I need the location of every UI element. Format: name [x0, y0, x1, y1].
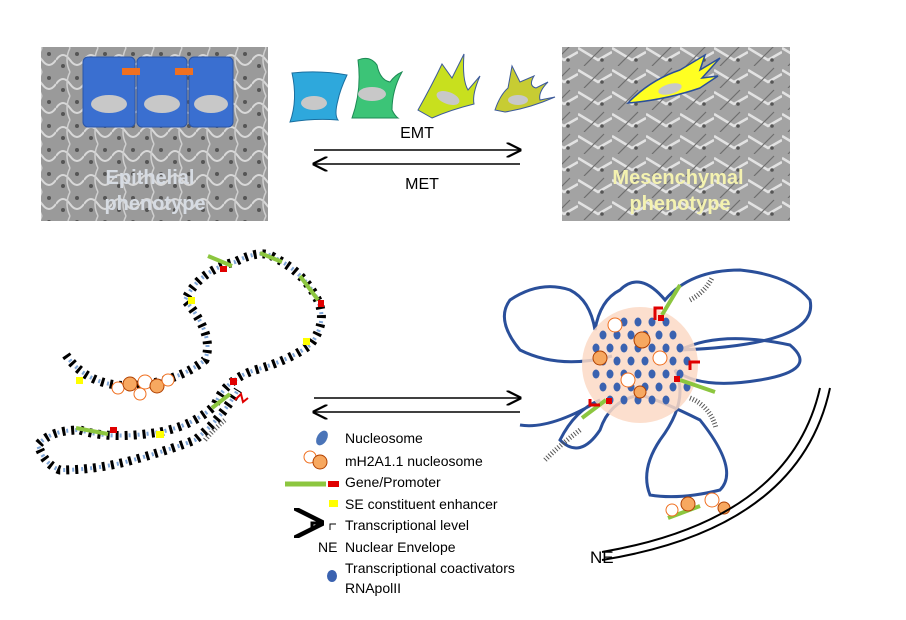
coactivator-dot [662, 317, 670, 327]
legend-item-gene-promoter: Gene/Promoter [285, 474, 441, 490]
mesenchymal-label-line2: phenotype [629, 193, 730, 215]
legend-item-mh2a: mH2A1.1 nucleosome [303, 450, 483, 470]
high-transcription-arrow-icon [312, 523, 321, 530]
coactivator-dot [599, 382, 607, 392]
coactivator-dot [613, 330, 621, 340]
coactivator-dot [648, 343, 656, 353]
open-chromatin-fiber [32, 249, 326, 475]
coactivator-dot [613, 382, 621, 392]
svg-text:Transcriptional level: Transcriptional level [345, 517, 469, 533]
coactivator-dot [592, 369, 600, 379]
coactivator-dot [662, 343, 670, 353]
nucleosome-icon [316, 430, 328, 446]
epithelial-panel: Epithelial phenotype [41, 47, 268, 221]
coactivator-dot [620, 395, 628, 405]
transitional-cells-icon [289, 53, 556, 123]
coactivator-dot [676, 343, 684, 353]
coactivator-icon [327, 570, 337, 582]
hub-condensate [582, 307, 698, 423]
svg-text:Gene/Promoter: Gene/Promoter [345, 474, 441, 490]
coactivator-dot [662, 369, 670, 379]
mh2a-nucleosome-cluster [111, 373, 175, 401]
mh2a-nucleosome-icon [303, 450, 328, 470]
coactivator-dot [606, 343, 614, 353]
coactivator-dot [606, 369, 614, 379]
chromatin-transition-arrows [314, 398, 520, 412]
coactivator-dot [669, 382, 677, 392]
svg-text:RNApolII: RNApolII [345, 580, 401, 596]
coactivator-dot [634, 369, 642, 379]
svg-text:Transcriptional coactivators: Transcriptional coactivators [345, 560, 515, 576]
enhancer-icon [329, 500, 338, 507]
hub-nucleosomes [592, 317, 668, 399]
legend-item-nucleosome: Nucleosome [316, 430, 423, 446]
svg-text:mH2A1.1 nucleosome: mH2A1.1 nucleosome [345, 453, 483, 469]
coactivator-dot [627, 356, 635, 366]
legend-item-ne: NE Nuclear Envelope [318, 539, 456, 555]
coactivator-dot [613, 356, 621, 366]
legend: Nucleosome mH2A1.1 nucleosome Gene/Promo… [285, 430, 515, 596]
coactivator-dot [592, 343, 600, 353]
coactivator-dot [655, 382, 663, 392]
peripheral-mh2a-cluster [665, 492, 731, 517]
coactivator-dot [669, 356, 677, 366]
mesenchymal-label-line1: Mesenchymal [612, 167, 743, 189]
svg-text:Nucleosome: Nucleosome [345, 430, 423, 446]
legend-item-coactivators: Transcriptional coactivators RNApolII [327, 560, 515, 596]
legend-item-transcription: Transcriptional level [312, 517, 469, 533]
coactivator-dot [648, 395, 656, 405]
emt-met-arrows: EMT MET [314, 125, 520, 193]
mesenchymal-panel: Mesenchymal phenotype [562, 47, 790, 221]
coactivator-dot [627, 330, 635, 340]
svg-text:NE: NE [318, 539, 337, 555]
emt-label: EMT [400, 125, 434, 142]
promoter-icon [328, 481, 339, 487]
svg-text:SE constituent enhancer: SE constituent enhancer [345, 496, 498, 512]
coactivator-dots [592, 317, 691, 405]
coactivator-dot [620, 343, 628, 353]
transcriptional-hub [502, 268, 813, 520]
coactivator-dot [648, 369, 656, 379]
epithelial-cells-icon [82, 56, 234, 128]
svg-text:Nuclear Envelope: Nuclear Envelope [345, 539, 456, 555]
coactivator-dot [655, 330, 663, 340]
coactivator-dot [662, 395, 670, 405]
nuclear-envelope: NE [590, 387, 831, 567]
low-transcription-arrow-icon [329, 523, 336, 530]
coactivator-dot [634, 317, 642, 327]
coactivator-dot [669, 330, 677, 340]
met-label: MET [405, 176, 439, 193]
coactivator-dot [641, 356, 649, 366]
epithelial-label-line1: Epithelial [106, 167, 195, 189]
coactivator-dot [599, 330, 607, 340]
legend-item-enhancer: SE constituent enhancer [329, 496, 498, 512]
ne-label: NE [590, 548, 614, 567]
epithelial-label-line2: phenotype [104, 193, 205, 215]
mesenchymal-cell-icon [626, 53, 721, 104]
